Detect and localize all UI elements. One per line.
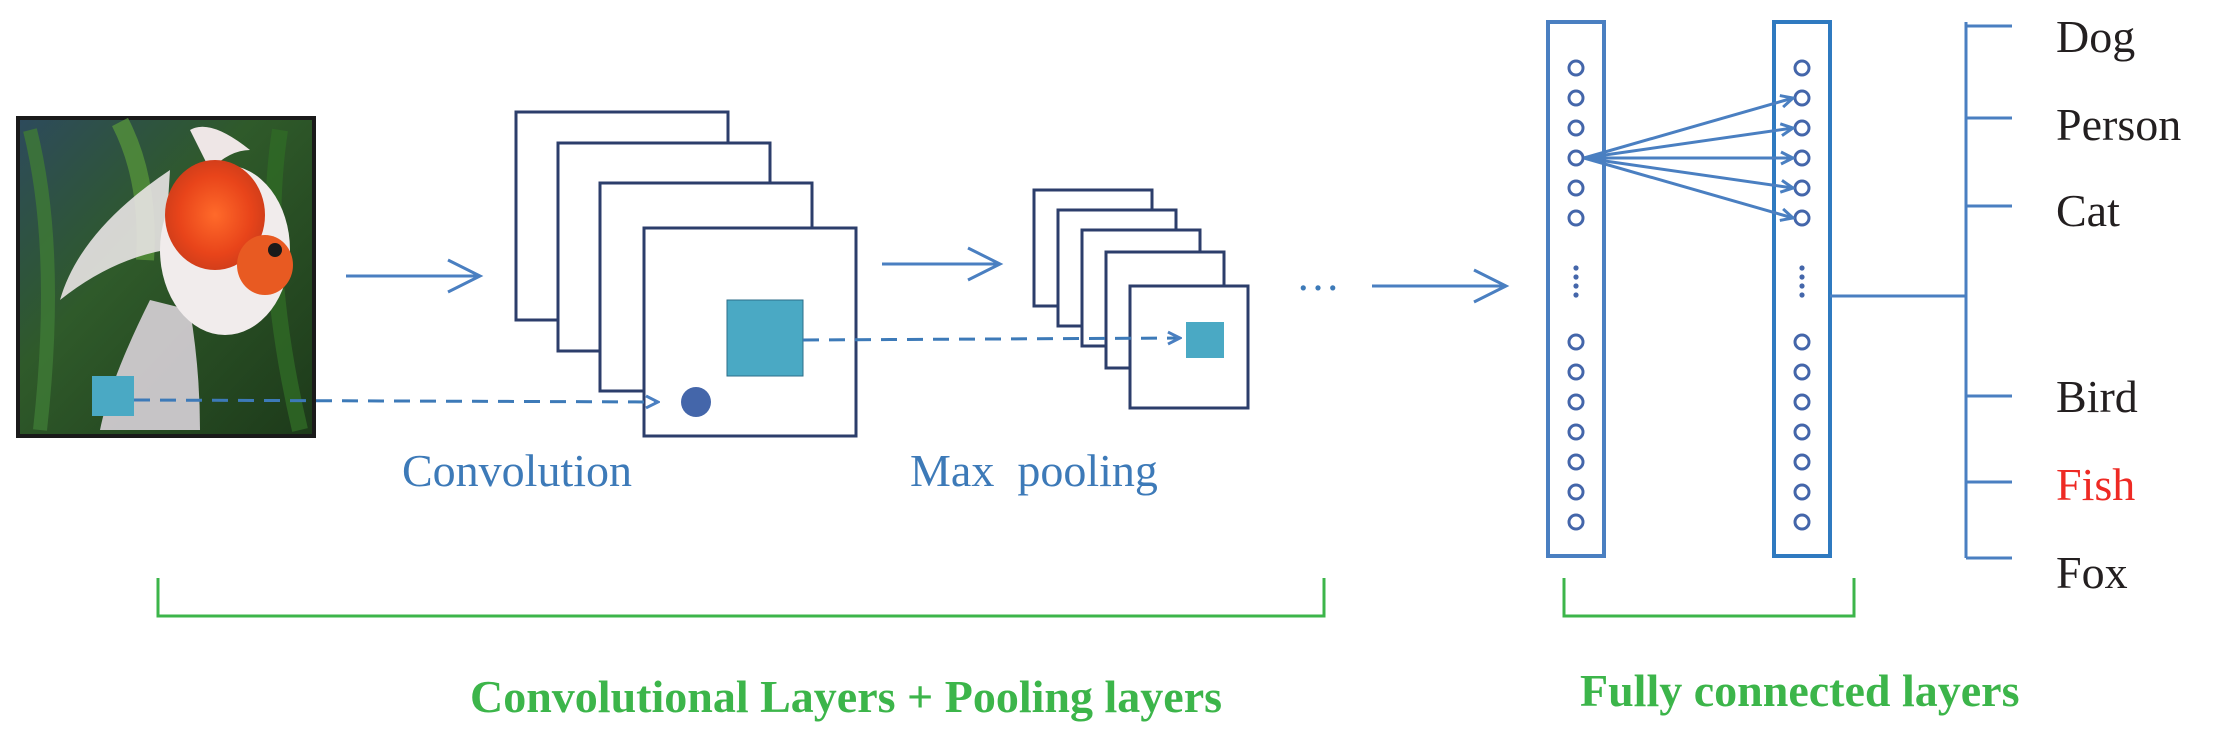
neuron-node — [1793, 59, 1811, 77]
neuron-ellipsis-dot — [1799, 283, 1805, 289]
max-pooling-label: Max pooling — [910, 445, 1158, 496]
neuron-node — [1793, 119, 1811, 137]
fc-connection-arrow — [1583, 98, 1793, 160]
neuron-node — [1793, 453, 1811, 471]
fish-fin-shape — [60, 170, 170, 300]
convolution-feature-maps — [514, 110, 858, 438]
dashed-mapping-arrow — [133, 400, 658, 402]
neuron-node — [1567, 149, 1585, 167]
neuron-node — [1793, 483, 1811, 501]
class-label-person: Person — [2056, 99, 2181, 150]
neuron-node — [1793, 333, 1811, 351]
seaweed-shape — [23, 128, 55, 431]
neuron-ellipsis-dot — [1799, 274, 1805, 280]
fc-connection-arrow — [1583, 156, 1793, 188]
conv-pool-group-label: Convolutional Layers + Pooling layers — [470, 671, 1222, 722]
neuron-node — [1793, 209, 1811, 227]
receptive-field-square — [92, 376, 134, 416]
neuron-node — [1567, 333, 1585, 351]
class-label-fox: Fox — [2056, 547, 2128, 598]
conv-output-dot — [681, 387, 711, 417]
neuron-node — [1567, 209, 1585, 227]
neuron-node — [1567, 483, 1585, 501]
fc-connection-arrow — [1583, 156, 1793, 218]
neuron-node — [1793, 179, 1811, 197]
neuron-node — [1793, 423, 1811, 441]
neuron-node — [1793, 149, 1811, 167]
fc-connections — [1583, 98, 1793, 218]
fish-fin-shape — [190, 126, 250, 170]
class-label-bird: Bird — [2056, 371, 2138, 422]
fully-connected-layers — [1546, 20, 1832, 558]
fish-orange-patch — [165, 160, 265, 270]
neuron-node — [1567, 363, 1585, 381]
neuron-node — [1567, 453, 1585, 471]
input-image — [16, 116, 316, 438]
neuron-node — [1793, 89, 1811, 107]
convolution-label: Convolution — [402, 445, 632, 496]
neuron-ellipsis-dot — [1799, 265, 1805, 271]
neuron-ellipsis-dot — [1573, 292, 1579, 298]
pooling-feature-maps — [1032, 188, 1250, 410]
neuron-node — [1567, 423, 1585, 441]
fc-bracket — [1562, 578, 1856, 618]
neuron-ellipsis-dot — [1799, 292, 1805, 298]
continuation-ellipsis: … — [1296, 251, 1340, 300]
fc-layer-2 — [1772, 20, 1832, 558]
fc-group-label: Fully connected layers — [1580, 665, 2020, 716]
class-label-dog: Dog — [2056, 11, 2135, 62]
neuron-node — [1793, 393, 1811, 411]
dashed-mapping-arrow — [802, 338, 1180, 340]
fc-connection-arrow — [1583, 128, 1793, 160]
neuron-node — [1567, 513, 1585, 531]
fc-layer-1-nodes — [1567, 59, 1585, 531]
neuron-ellipsis-dot — [1573, 283, 1579, 289]
neuron-ellipsis-dot — [1573, 265, 1579, 271]
conv-kernel-square — [726, 299, 804, 377]
neuron-node — [1793, 363, 1811, 381]
fc-layer-2-nodes — [1793, 59, 1811, 531]
conv-pool-bracket — [156, 578, 1326, 618]
neuron-node — [1567, 119, 1585, 137]
neuron-node — [1793, 513, 1811, 531]
class-label-cat: Cat — [2056, 185, 2120, 236]
fc-layer-1 — [1546, 20, 1606, 558]
fish-orange-patch — [237, 235, 293, 295]
neuron-node — [1567, 179, 1585, 197]
fish-eye — [268, 243, 282, 257]
pool-output-square — [1186, 322, 1224, 358]
neuron-node — [1567, 393, 1585, 411]
class-label-fish: Fish — [2056, 459, 2135, 510]
neuron-node — [1567, 59, 1585, 77]
neuron-ellipsis-dot — [1573, 274, 1579, 280]
neuron-node — [1567, 89, 1585, 107]
